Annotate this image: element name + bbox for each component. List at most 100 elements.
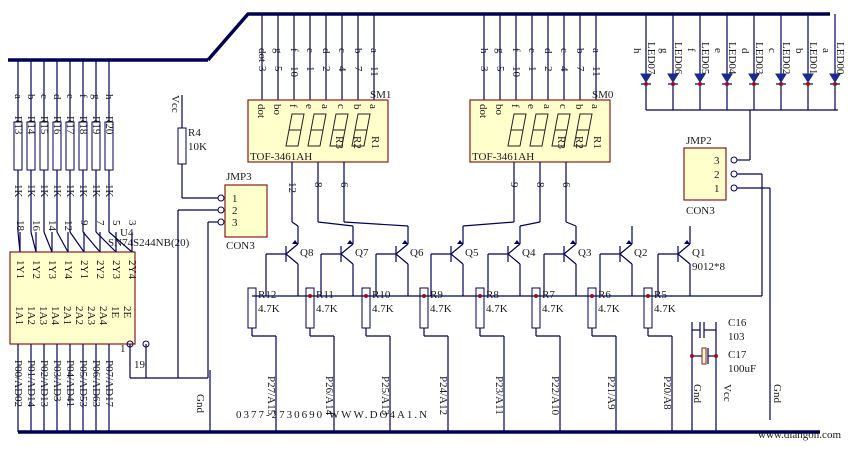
q-emitter bbox=[677, 253, 691, 265]
q-collector bbox=[450, 243, 464, 255]
digit-label: R1 bbox=[591, 136, 603, 149]
junction-dot bbox=[422, 294, 426, 298]
seven-seg-digit bbox=[551, 113, 571, 147]
ic-pin-num: 18 bbox=[14, 220, 26, 232]
display-name: SM1 bbox=[370, 89, 391, 101]
jmp3-type: CON3 bbox=[226, 240, 255, 252]
inner-seg: f bbox=[509, 104, 521, 108]
res-value: 1K bbox=[38, 184, 50, 198]
addr-label: P24/A12 bbox=[437, 376, 449, 415]
display-body bbox=[469, 99, 611, 163]
led-triangle bbox=[829, 73, 841, 83]
display-part: TOF-3461AH bbox=[250, 151, 312, 163]
res-value: 1K bbox=[51, 184, 63, 198]
q-emitter bbox=[619, 253, 633, 265]
q-collector bbox=[395, 243, 409, 255]
led-letter: e bbox=[712, 48, 724, 53]
ic-u4: U4SN74S244NB(20)181Y1161Y2141Y3121Y492Y1… bbox=[9, 209, 218, 432]
bus-drop bbox=[82, 231, 101, 253]
bres-name: R7 bbox=[542, 289, 555, 301]
bres-name: R10 bbox=[372, 289, 391, 301]
resistor-body bbox=[52, 121, 62, 171]
ic-in-label: 1A2 bbox=[25, 306, 37, 325]
inner-seg: e bbox=[525, 104, 537, 109]
jmp2-name: JMP2 bbox=[686, 135, 712, 147]
led-name: LED01 bbox=[807, 42, 819, 74]
r4-value: 10K bbox=[188, 141, 207, 153]
led-letter: c bbox=[766, 48, 778, 53]
digit-pin: 6 bbox=[338, 182, 350, 188]
inner-seg: dot bbox=[255, 104, 267, 118]
ic-out-label: 1Y4 bbox=[62, 260, 74, 279]
seg-pin: 2 bbox=[320, 66, 332, 72]
data-label: P00/AD02 bbox=[12, 360, 24, 407]
inner-seg: bo bbox=[493, 104, 505, 116]
led-letter: d bbox=[739, 48, 751, 54]
seg-pin: 10 bbox=[510, 66, 522, 78]
q-collector bbox=[563, 243, 577, 255]
q-arrow bbox=[684, 240, 690, 244]
c16-value: 103 bbox=[728, 331, 745, 343]
ic-pin-num: 7 bbox=[94, 220, 106, 226]
q-name: Q7 bbox=[355, 247, 369, 259]
junction-dot bbox=[364, 294, 368, 298]
led-triangle bbox=[775, 73, 787, 83]
led-triangle bbox=[667, 73, 679, 83]
q-type: 9012*8 bbox=[692, 261, 726, 273]
display-part: TOF-3461AH bbox=[472, 151, 534, 163]
c17-name: C17 bbox=[728, 349, 747, 361]
bres-name: R9 bbox=[430, 289, 443, 301]
inner-seg: c bbox=[335, 104, 347, 109]
digit-label: R2 bbox=[351, 136, 363, 149]
digit-label: R2 bbox=[573, 136, 585, 149]
bres-value: 4.7K bbox=[486, 303, 508, 315]
seg-pin: 11 bbox=[590, 66, 602, 77]
res-letter: d bbox=[51, 94, 63, 100]
seven-seg-digit bbox=[285, 113, 305, 147]
res-name: R18 bbox=[77, 116, 89, 135]
seven-seg-digit bbox=[307, 113, 327, 147]
led-letter: b bbox=[793, 48, 805, 54]
q-name: Q8 bbox=[300, 247, 314, 259]
res-letter: e bbox=[64, 94, 76, 99]
q-collector bbox=[285, 243, 299, 255]
junction-dot bbox=[690, 354, 694, 358]
ic-bpin: 19 bbox=[134, 359, 146, 371]
jmp2-type: CON3 bbox=[686, 205, 715, 217]
digit-pin: 8 bbox=[534, 182, 546, 188]
watermark: 0377-2730690 WWW.DO4A1.N bbox=[236, 409, 429, 421]
led-name: LED06 bbox=[672, 42, 684, 75]
seg-letter: a bbox=[590, 48, 602, 53]
seg-letter: e bbox=[304, 48, 316, 53]
jmp3-pin bbox=[217, 206, 225, 214]
junction-dot bbox=[590, 294, 594, 298]
seg-pin: 7 bbox=[352, 66, 364, 72]
res-name: R15 bbox=[38, 116, 50, 135]
bus-drop bbox=[30, 231, 37, 253]
vcc-label: Vcc bbox=[721, 384, 733, 402]
res-value: 1K bbox=[64, 184, 76, 198]
led-letter: f bbox=[685, 48, 697, 52]
digit-pin: 9 bbox=[508, 182, 520, 188]
led-name: LED04 bbox=[726, 42, 738, 75]
digit-feed bbox=[317, 221, 354, 227]
c17-plate bbox=[701, 347, 707, 365]
q-name: Q1 bbox=[692, 247, 705, 259]
seg-pin: 4 bbox=[336, 66, 348, 72]
q-name: Q5 bbox=[465, 247, 479, 259]
q-name: Q2 bbox=[634, 247, 647, 259]
seg-letter: d bbox=[542, 48, 554, 54]
jmp3-pin-num: 1 bbox=[232, 193, 238, 205]
led-name: LED02 bbox=[780, 42, 792, 74]
bus-drop bbox=[56, 231, 69, 253]
seg-letter: c bbox=[558, 48, 570, 53]
q-collector bbox=[677, 243, 691, 255]
data-label: P01/AD14 bbox=[25, 360, 37, 408]
ic-pin-num: 5 bbox=[110, 220, 122, 226]
res-name: R13 bbox=[12, 116, 24, 135]
inner-seg: f bbox=[287, 104, 299, 108]
inner-seg: a bbox=[589, 104, 601, 109]
inner-seg: b bbox=[351, 104, 363, 110]
bres-value: 4.7K bbox=[542, 303, 564, 315]
